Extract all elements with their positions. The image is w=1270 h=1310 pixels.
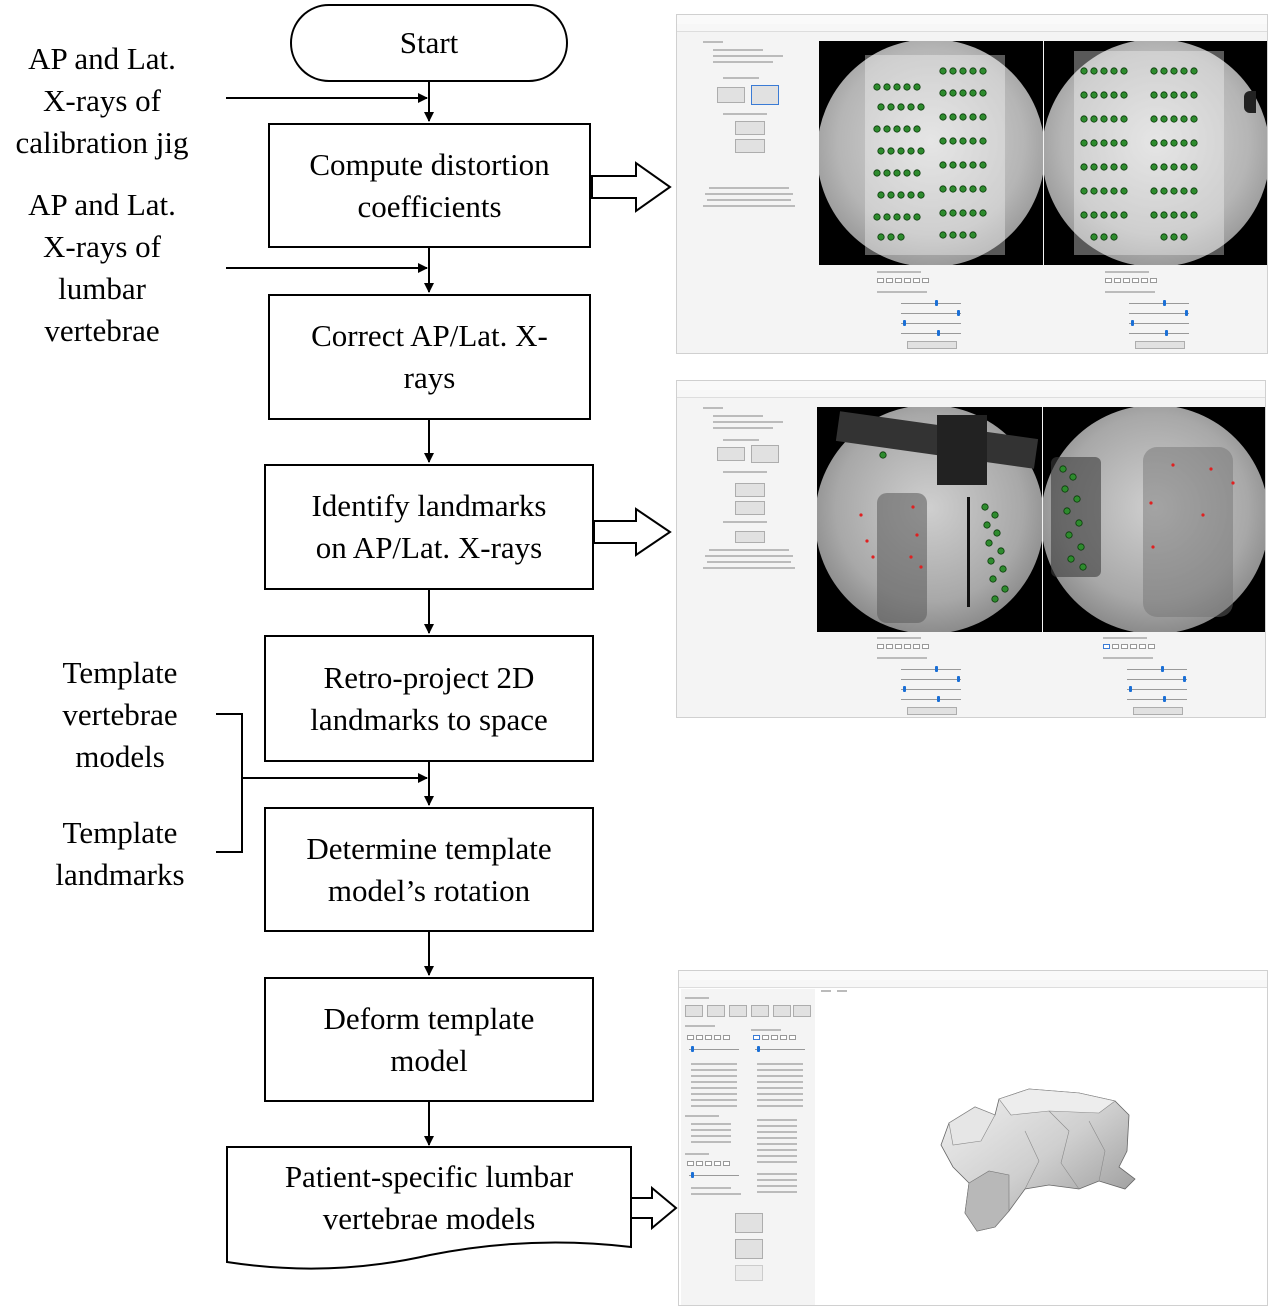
ap-xray-view [819,41,1043,265]
view-top-button[interactable] [773,1005,791,1017]
start-terminal: Start [290,4,568,82]
template-landmarks-line1: Template [62,815,178,850]
lateral-adjustment-controls [1105,271,1215,351]
load-lateral-button-2[interactable] [751,445,779,463]
lateral-landmark-markers [1059,463,1235,571]
calibrate-button-2[interactable] [735,501,765,515]
lumbar-line4: vertebrae [44,313,160,348]
show-markers-lateral-button-2[interactable] [1133,707,1183,715]
step4-line2: landmarks to space [310,701,548,737]
control-panel-2 [679,399,813,715]
step2-line1: Correct AP/Lat. X- [311,318,548,353]
template-models-line3: models [75,739,165,774]
window-menubar [677,24,1267,32]
gamma-slider[interactable] [901,323,961,324]
export-models-button[interactable] [735,1239,763,1259]
ap-landmark-markers [859,451,1009,603]
window-titlebar-2 [677,381,1265,390]
ap-adjustment-controls [877,271,987,351]
view-left-button[interactable] [729,1005,747,1017]
input-lumbar-xrays: AP and Lat. X-rays of lumbar vertebrae [0,184,204,352]
calibration-line3: calibration jig [15,125,189,160]
input-template-models: Template vertebrae models [40,652,200,778]
start-label: Start [399,25,459,60]
step1-line1: Compute distortion [309,146,550,182]
step-identify-landmarks: Identify landmarks on AP/Lat. X-rays [264,464,594,590]
lateral-adjustment-controls-2 [1103,637,1213,717]
import-correction-button[interactable] [735,483,765,497]
import-landmarks-button[interactable] [735,531,765,543]
template-bracket [216,713,243,853]
lateral-lumbar-xray-view [1043,407,1265,632]
calibration-line2: X-rays of [43,83,161,118]
lumbar-line3: lumbar [58,271,146,306]
template-models-line2: vertebrae [62,697,178,732]
output-document-shape [226,1146,632,1270]
ap-marker-grid [873,67,987,241]
step-compute-distortion: Compute distortion coefficients [268,123,591,248]
step6-line2: model [390,1042,468,1078]
step1-line2: coefficients [357,188,502,224]
step5-line2: model’s rotation [327,872,531,908]
input-calibration-xrays: AP and Lat. X-rays of calibration jig [0,38,204,164]
show-markers-lateral-button[interactable] [1135,341,1185,349]
calibration-line1: AP and Lat. [28,41,176,76]
step3-line2: on AP/Lat. X-rays [315,530,543,565]
lumbar-line1: AP and Lat. [28,187,176,222]
lateral-marker-grid [1080,67,1198,241]
template-landmarks-line2: landmarks [55,857,185,892]
block-arrow-3 [630,1185,678,1231]
deform-model-button[interactable] [735,1213,763,1233]
vertebra-3d-model [940,1088,1136,1232]
load-ap-button-2[interactable] [717,447,745,461]
block-arrow-2 [593,507,672,557]
step2-line2: rays [403,360,456,395]
contrast-slider[interactable] [901,313,961,314]
model-control-panel [681,989,815,1305]
step6-line1: Deform template [323,1000,535,1036]
ap-lumbar-xray-view [817,407,1042,632]
load-ap-button[interactable] [717,87,745,103]
output-line1: Patient-specific lumbar [284,1159,574,1194]
step5-line1: Determine template [306,830,552,866]
software-screenshot-distortion [676,14,1268,354]
window-menubar-3 [679,980,1267,988]
lateral-xray-view [1044,41,1267,265]
show-markers-button[interactable] [907,341,957,349]
lumbar-line2: X-rays of [43,229,161,264]
template-models-line1: Template [62,655,178,690]
software-screenshot-landmarks [676,380,1266,718]
calibrate-lateral-button[interactable] [735,139,765,153]
step-correct-xrays: Correct AP/Lat. X-rays [268,294,591,420]
view-right-button[interactable] [751,1005,769,1017]
view-front-button[interactable] [685,1005,703,1017]
step-retro-project: Retro-project 2D landmarks to space [264,635,594,762]
step-determine-rotation: Determine template model’s rotation [264,807,594,932]
window-titlebar-3 [679,971,1267,980]
view-rear-button[interactable] [707,1005,725,1017]
step3-line1: Identify landmarks [311,488,547,523]
input-template-landmarks: Template landmarks [40,812,200,896]
software-screenshot-model [678,970,1268,1306]
ap-adjustment-controls-2 [877,637,987,717]
view-bottom-button[interactable] [793,1005,811,1017]
calibrate-ap-button[interactable] [735,121,765,135]
block-arrow-1 [591,161,672,213]
disabled-action-button[interactable] [735,1265,763,1281]
output-models-label: Patient-specific lumbar vertebrae models [227,1154,631,1242]
step-deform-model: Deform template model [264,977,594,1102]
load-lateral-button[interactable] [751,85,779,105]
brightness-slider[interactable] [901,303,961,304]
window-titlebar [677,15,1267,24]
threshold-slider[interactable] [901,333,961,334]
output-line2: vertebrae models [322,1201,536,1236]
show-markers-button-2[interactable] [907,707,957,715]
window-menubar-2 [677,390,1265,398]
step4-line1: Retro-project 2D [323,659,535,695]
control-panel [679,33,813,351]
